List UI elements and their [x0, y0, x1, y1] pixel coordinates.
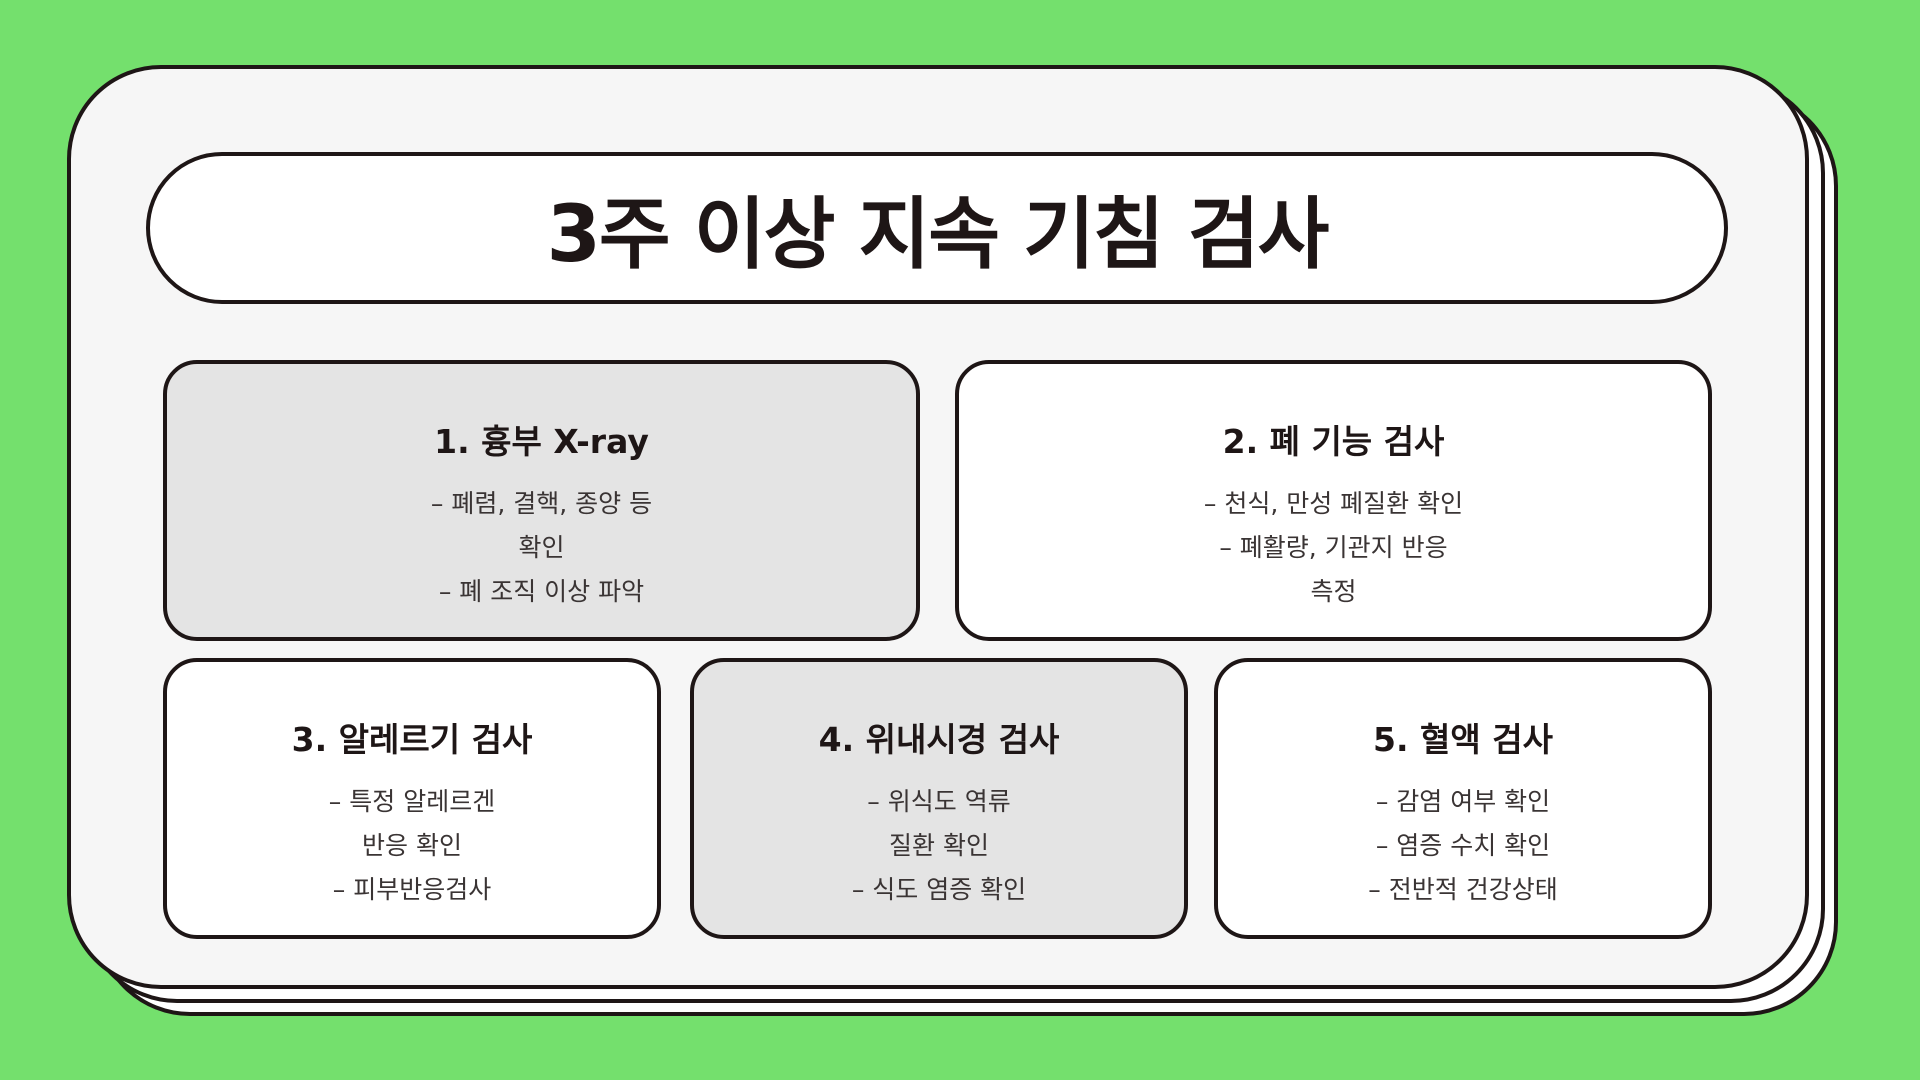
card-line: 반응 확인: [362, 831, 462, 860]
card-line: – 특정 알레르겐: [328, 787, 496, 816]
card-chest-xray: 1. 흉부 X-ray – 폐렴, 결핵, 종양 등 확인 – 폐 조직 이상 …: [163, 360, 920, 641]
card-line: – 폐활량, 기관지 반응: [1219, 533, 1448, 562]
card-body: – 위식도 역류 질환 확인 – 식도 염증 확인: [852, 780, 1026, 912]
card-body: – 감염 여부 확인 – 염증 수치 확인 – 전반적 건강상태: [1368, 780, 1557, 912]
page-title: 3주 이상 지속 기침 검사: [546, 190, 1330, 280]
card-title: 3. 알레르기 검사: [291, 720, 533, 759]
card-blood-test: 5. 혈액 검사 – 감염 여부 확인 – 염증 수치 확인 – 전반적 건강상…: [1214, 658, 1712, 939]
card-title: 4. 위내시경 검사: [818, 720, 1060, 759]
card-allergy-test: 3. 알레르기 검사 – 특정 알레르겐 반응 확인 – 피부반응검사: [163, 658, 661, 939]
card-title: 2. 폐 기능 검사: [1222, 422, 1445, 461]
card-line: – 식도 염증 확인: [851, 875, 1027, 904]
card-line: – 천식, 만성 폐질환 확인: [1203, 489, 1464, 518]
card-line: – 폐 조직 이상 파악: [438, 577, 645, 606]
card-line: – 위식도 역류: [867, 787, 1011, 816]
card-line: – 폐렴, 결핵, 종양 등: [430, 489, 653, 518]
card-body: – 천식, 만성 폐질환 확인 – 폐활량, 기관지 반응 측정: [1204, 482, 1463, 614]
card-endoscopy: 4. 위내시경 검사 – 위식도 역류 질환 확인 – 식도 염증 확인: [690, 658, 1188, 939]
card-line: 확인: [518, 533, 565, 562]
card-line: – 피부반응검사: [332, 875, 492, 904]
card-title: 5. 혈액 검사: [1373, 720, 1553, 759]
card-body: – 특정 알레르겐 반응 확인 – 피부반응검사: [329, 780, 495, 912]
card-body: – 폐렴, 결핵, 종양 등 확인 – 폐 조직 이상 파악: [431, 482, 652, 614]
card-line: 질환 확인: [889, 831, 989, 860]
title-banner: 3주 이상 지속 기침 검사: [146, 152, 1728, 304]
card-line: 측정: [1310, 577, 1357, 606]
card-title: 1. 흉부 X-ray: [434, 422, 649, 461]
card-line: – 염증 수치 확인: [1375, 831, 1551, 860]
card-lung-function: 2. 폐 기능 검사 – 천식, 만성 폐질환 확인 – 폐활량, 기관지 반응…: [955, 360, 1712, 641]
card-line: – 전반적 건강상태: [1368, 875, 1558, 904]
card-line: – 감염 여부 확인: [1375, 787, 1551, 816]
